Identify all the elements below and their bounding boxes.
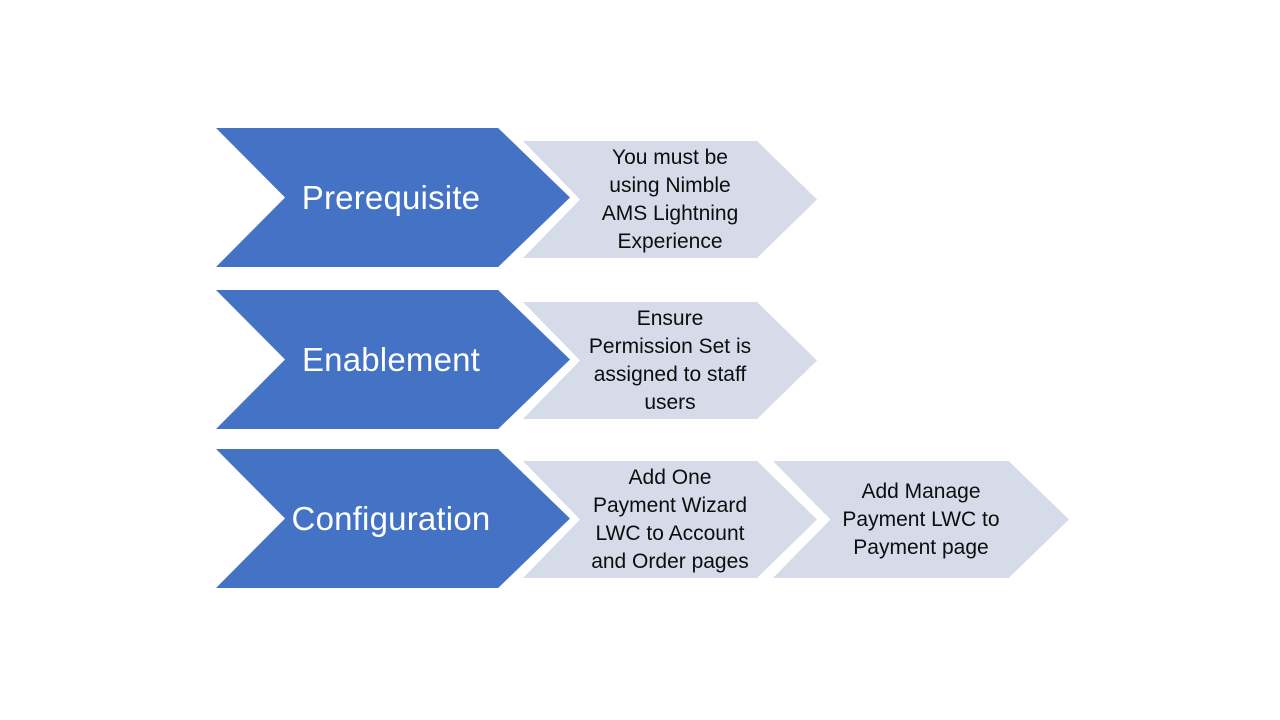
stage-arrow-enablement: Enablement [216,290,570,429]
stage-arrow-prerequisite: Prerequisite [216,128,570,267]
stage-arrow-configuration: Configuration [216,449,570,588]
step-arrow-configuration-detail-2: Add Manage Payment LWC to Payment page [773,461,1069,578]
step-label-enablement-detail: Ensure Permission Set is assigned to sta… [588,306,752,414]
step-arrow-prerequisite-detail: You must be using Nimble AMS Lightning E… [523,141,817,258]
step-label-configuration-detail-1: Add One Payment Wizard LWC to Account an… [591,465,749,573]
step-label-configuration-detail-2: Add Manage Payment LWC to Payment page [842,479,1000,559]
stage-label-prerequisite: Prerequisite [301,178,481,216]
stage-label-enablement: Enablement [301,340,481,378]
step-label-prerequisite-detail: You must be using Nimble AMS Lightning E… [601,145,739,253]
stage-label-configuration: Configuration [291,499,491,537]
